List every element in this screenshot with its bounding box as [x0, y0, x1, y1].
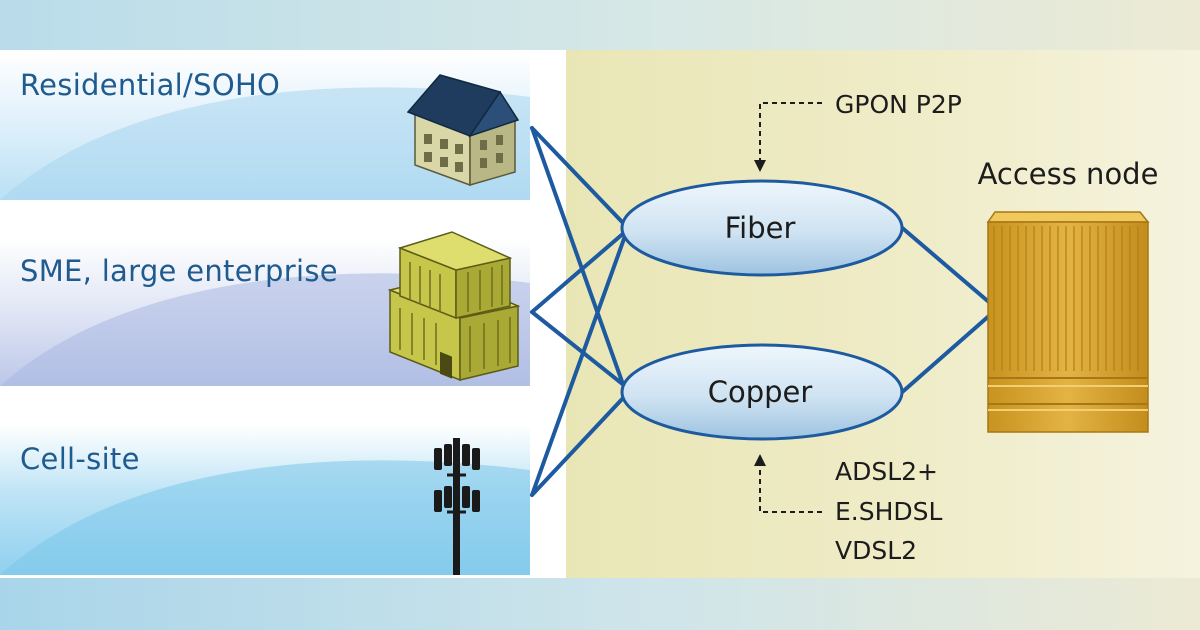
segment-residential-label: Residential/SOHO	[20, 68, 281, 102]
copper-node: Copper	[620, 343, 904, 441]
top-band	[0, 0, 1200, 50]
copper-technology-adsl2plus: ADSL2+	[835, 457, 938, 486]
link-residential-copper	[530, 126, 627, 392]
house-icon	[406, 74, 520, 187]
link-fiber-access-node	[898, 224, 992, 305]
segment-cell-swoosh	[0, 460, 530, 575]
links	[530, 126, 992, 497]
copper-technology-vdsl2: VDSL2	[835, 536, 917, 565]
copper-technology-callout: ADSL2+ E.SHDSL VDSL2	[754, 454, 943, 565]
access-node-label: Access node	[978, 157, 1159, 191]
segment-cell-site-label: Cell-site	[20, 442, 140, 476]
access-node-cabinet-icon	[986, 211, 1150, 433]
link-residential-fiber	[530, 126, 627, 227]
office-building-icon	[387, 231, 521, 382]
cell-tower-icon	[434, 438, 480, 575]
link-sme-copper	[530, 310, 627, 388]
segment-residential-swoosh	[0, 87, 530, 200]
copper-technology-eshdsl: E.SHDSL	[835, 497, 943, 526]
link-cell-fiber	[530, 234, 627, 497]
segment-sme-label: SME, large enterprise	[20, 254, 338, 288]
fiber-label: Fiber	[725, 211, 796, 245]
bottom-band	[0, 578, 1200, 630]
copper-label: Copper	[708, 375, 813, 409]
fiber-technology-gpon: GPON P2P	[835, 90, 962, 119]
link-cell-copper	[530, 394, 627, 497]
link-sme-fiber	[530, 230, 627, 314]
link-copper-access-node	[898, 313, 992, 396]
fiber-technology-callout: GPON P2P	[754, 90, 962, 172]
fiber-node: Fiber	[620, 179, 904, 277]
